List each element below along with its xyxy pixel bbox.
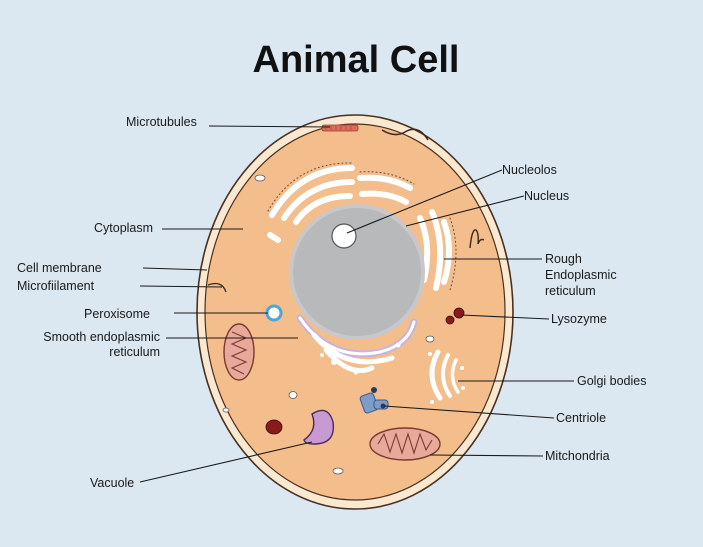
label-rough-er-line1: Rough: [545, 252, 582, 266]
label-lysozyme: Lysozyme: [551, 312, 607, 326]
centriole: [359, 387, 389, 414]
microfilament-squiggle-left: [207, 282, 227, 293]
microfilament-squiggle: [381, 128, 429, 141]
label-cell-membrane: Cell membrane: [17, 261, 102, 275]
mitochondrion-left: [223, 323, 255, 381]
label-microfilament: Microfiilament: [17, 279, 95, 293]
label-nucleus: Nucleus: [524, 189, 569, 203]
vesicles: [222, 174, 435, 475]
mitochondrion-bottom: [369, 427, 441, 461]
microfilament-squiggle-right: [469, 229, 485, 249]
leader-lines: [139, 125, 574, 483]
smooth-er: [296, 314, 418, 375]
label-mitochondria: Mitchondria: [545, 449, 610, 463]
label-microtubules: Microtubules: [126, 115, 197, 129]
vacuole: [303, 409, 335, 445]
label-vacuole: Vacuole: [90, 476, 134, 490]
label-smooth-er-line2: reticulum: [109, 345, 160, 359]
label-centriole: Centriole: [556, 411, 606, 425]
label-cytoplasm: Cytoplasm: [94, 221, 153, 235]
golgi-bodies: [428, 349, 465, 404]
microtubules: [321, 124, 359, 132]
label-golgi: Golgi bodies: [577, 374, 647, 388]
label-peroxisome: Peroxisome: [84, 307, 150, 321]
labels: Microtubules Cytoplasm Cell membrane Mic…: [17, 115, 647, 490]
nucleus: [289, 204, 425, 340]
label-nucleolos: Nucleolos: [502, 163, 557, 177]
label-smooth-er-line1: Smooth endoplasmic: [43, 330, 160, 344]
peroxisome: [265, 304, 283, 322]
label-rough-er-line2: Endoplasmic: [545, 268, 617, 282]
nucleolus: [331, 223, 357, 249]
page-title: Animal Cell: [253, 39, 460, 81]
label-rough-er-line3: reticulum: [545, 284, 596, 298]
rough-er: [267, 162, 457, 291]
